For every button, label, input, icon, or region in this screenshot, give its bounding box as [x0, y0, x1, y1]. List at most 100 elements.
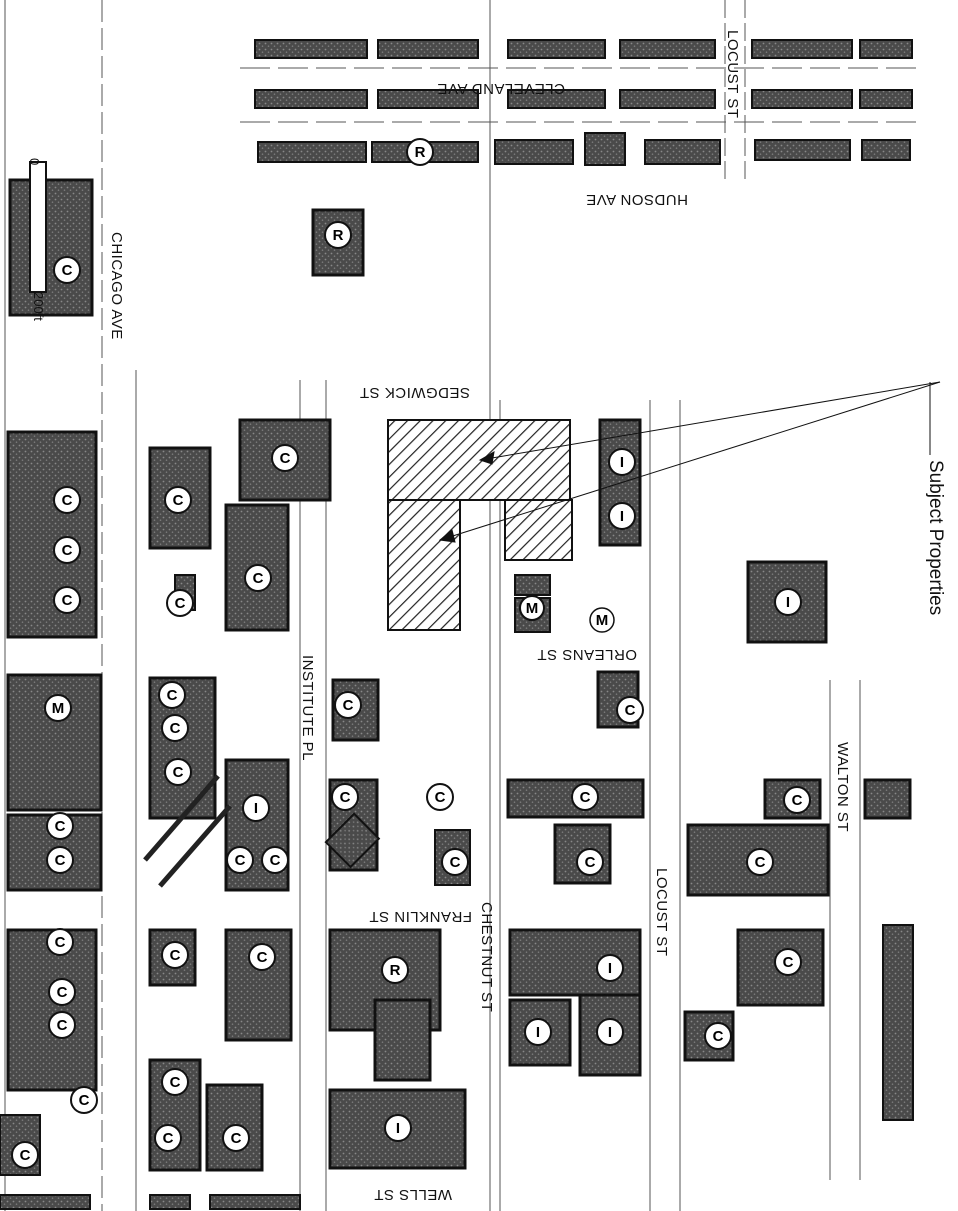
commercial-badge: C — [46, 928, 74, 956]
badge-code: C — [340, 789, 351, 806]
commercial-badge: C — [271, 444, 299, 472]
street-label-institute: INSTITUTE PL — [299, 655, 316, 761]
street-label-locust-upper: LOCUST ST — [724, 30, 741, 118]
commercial-badge: C — [261, 846, 289, 874]
north-row-blocks — [254, 39, 913, 166]
building-block — [507, 39, 606, 59]
badge-code: C — [57, 1017, 68, 1034]
residential-badge: R — [381, 956, 409, 984]
commercial-badge: C — [244, 564, 272, 592]
badge-code: M — [596, 612, 609, 629]
building-footprints — [0, 178, 914, 1210]
building-block — [494, 139, 574, 165]
subject-parcel-south — [387, 499, 573, 631]
badge-code: C — [257, 949, 268, 966]
residential-badge: R — [406, 138, 434, 166]
residential-badge: R — [324, 221, 352, 249]
building-block — [373, 998, 432, 1082]
mixed-badge: M — [589, 607, 615, 633]
building-block — [619, 39, 716, 59]
badge-code: I — [620, 454, 624, 471]
street-label-chestnut: CHESTNUT ST — [478, 902, 495, 1012]
commercial-badge: C — [331, 783, 359, 811]
building-block — [863, 778, 912, 820]
industrial-badge: I — [596, 954, 624, 982]
badge-code: C — [175, 595, 186, 612]
street-lines — [4, 0, 920, 1211]
commercial-badge: C — [154, 1124, 182, 1152]
industrial-badge: I — [242, 794, 270, 822]
street-labels: CHICAGO AVE SEDGWICK ST ORLEANS ST INSTI… — [108, 30, 851, 1203]
building-block — [149, 1194, 191, 1210]
badge-code: C — [55, 934, 66, 951]
subject-properties-label: Subject Properties — [925, 460, 946, 615]
industrial-badge: I — [774, 588, 802, 616]
badge-code: C — [783, 954, 794, 971]
commercial-badge: C — [248, 943, 276, 971]
badge-code: C — [62, 592, 73, 609]
badge-code: C — [435, 789, 446, 806]
badge-code: R — [415, 144, 426, 161]
commercial-badge: C — [158, 681, 186, 709]
badge-code: I — [608, 1024, 612, 1041]
badge-code: R — [390, 962, 401, 979]
commercial-badge: C — [164, 758, 192, 786]
building-block — [619, 89, 716, 109]
commercial-badge: C — [11, 1141, 39, 1169]
building-block — [859, 89, 913, 109]
commercial-badge: C — [53, 256, 81, 284]
building-block — [257, 141, 367, 163]
building-block — [751, 89, 853, 109]
badge-code: I — [786, 594, 790, 611]
building-block — [861, 139, 911, 161]
badge-code: C — [163, 1130, 174, 1147]
industrial-badge: I — [608, 448, 636, 476]
commercial-badge: C — [161, 714, 189, 742]
industrial-badge: I — [524, 1018, 552, 1046]
building-block — [324, 812, 381, 869]
building-block — [254, 89, 368, 109]
building-block — [751, 39, 853, 59]
commercial-badge: C — [161, 941, 189, 969]
commercial-badge: C — [48, 1011, 76, 1039]
badge-code: C — [625, 702, 636, 719]
badge-code: C — [170, 1074, 181, 1091]
street-label-chicago: CHICAGO AVE — [108, 232, 125, 340]
badge-code: C — [580, 789, 591, 806]
commercial-badge: C — [53, 486, 81, 514]
badge-code: C — [280, 450, 291, 467]
building-block — [209, 1194, 301, 1210]
scale-bar: 0 200ft — [27, 158, 47, 321]
land-use-badges: C R R C C C C C C C I I M M I M C C C C … — [11, 138, 811, 1169]
badge-code: M — [526, 600, 539, 617]
commercial-badge: C — [222, 1124, 250, 1152]
badge-code: C — [62, 492, 73, 509]
badge-code: C — [755, 854, 766, 871]
commercial-badge: C — [426, 783, 454, 811]
street-label-wells: WELLS ST — [374, 1186, 452, 1203]
commercial-badge: C — [704, 1022, 732, 1050]
commercial-badge: C — [226, 846, 254, 874]
badge-code: I — [396, 1120, 400, 1137]
building-block — [377, 39, 479, 59]
badge-code: C — [253, 570, 264, 587]
badge-code: C — [343, 697, 354, 714]
badge-code: C — [55, 852, 66, 869]
commercial-badge: C — [70, 1086, 98, 1114]
badge-code: C — [585, 854, 596, 871]
commercial-badge: C — [334, 691, 362, 719]
annotation-leaders — [438, 381, 941, 543]
badge-code: C — [173, 492, 184, 509]
street-label-franklin: FRANKLIN ST — [369, 908, 472, 925]
commercial-badge: C — [161, 1068, 189, 1096]
building-block — [6, 928, 98, 1092]
rail-strips — [143, 774, 232, 888]
badge-code: C — [55, 818, 66, 835]
building-block — [6, 430, 98, 639]
commercial-badge: C — [571, 783, 599, 811]
street-label-cleveland: CLEVELAND AVE — [437, 80, 565, 97]
building-block — [859, 39, 913, 59]
building-block — [644, 139, 721, 165]
badge-code: I — [608, 960, 612, 977]
building-block — [0, 1194, 91, 1210]
